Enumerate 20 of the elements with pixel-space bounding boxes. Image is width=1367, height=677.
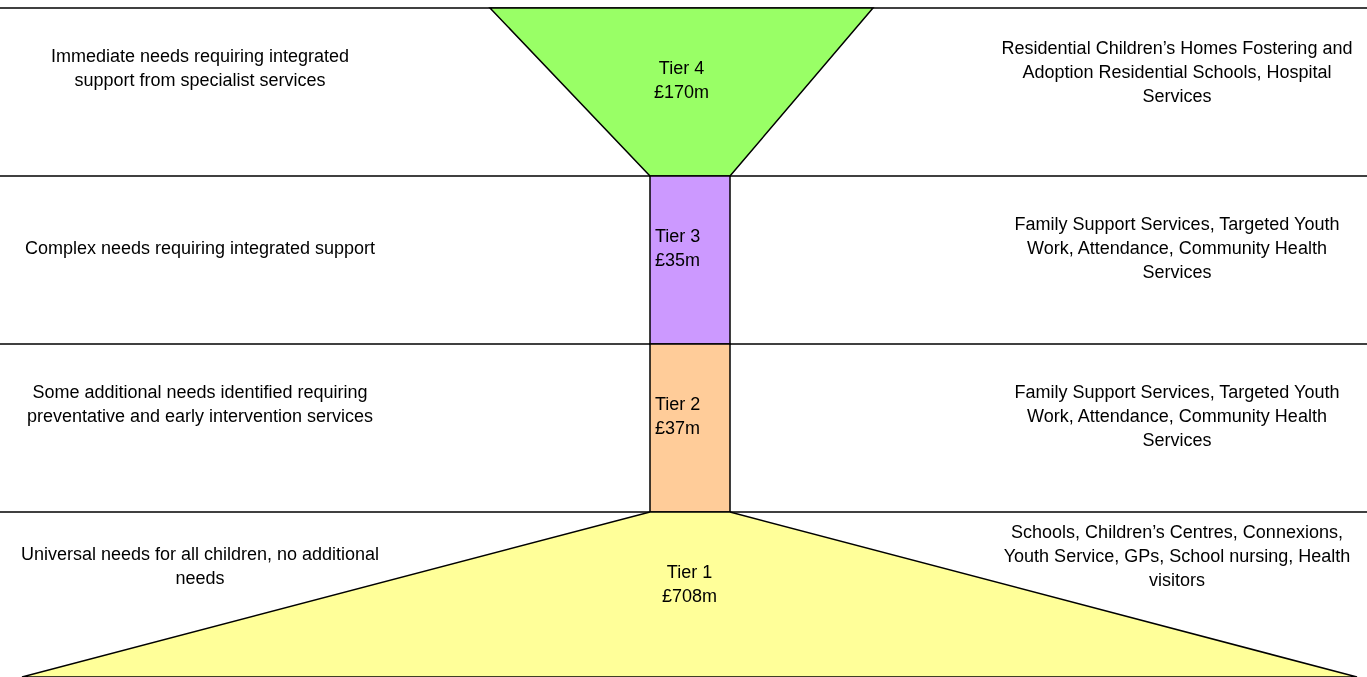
need-description: Immediate needs requiring integrated support from specialist services [49,45,351,92]
budget-amount: £37m [655,417,701,440]
tier-name: Tier 4 [658,57,705,80]
tier-bar [650,176,730,344]
services-list: Residential Children’s Homes Fostering and Adoption Residential Schools, Hospital Services [1000,36,1354,108]
funnel-trapezoid [490,8,873,176]
budget-amount: £170m [654,81,709,104]
tier-name: Tier 2 [655,393,701,416]
pyramid-base [22,512,1357,677]
budget-amount: £708m [662,585,717,608]
tier-name: Tier 1 [666,561,713,584]
need-description: Complex needs requiring integrated support [23,237,377,260]
tier-name: Tier 3 [655,225,701,248]
tier-bar [650,344,730,512]
services-list: Family Support Services, Targeted Youth Work, Attendance, Community Health Services [1000,212,1354,284]
need-description: Universal needs for all children, no additional needs [20,543,380,590]
need-description: Some additional needs identified requiring preventative and early intervention services [25,381,375,428]
budget-amount: £35m [655,249,701,272]
services-list: Schools, Children’s Centres, Connexions, Youth Service, GPs, School nursing, Health visitors [1000,520,1354,592]
services-list: Family Support Services, Targeted Youth Work, Attendance, Community Health Services [1000,380,1354,452]
